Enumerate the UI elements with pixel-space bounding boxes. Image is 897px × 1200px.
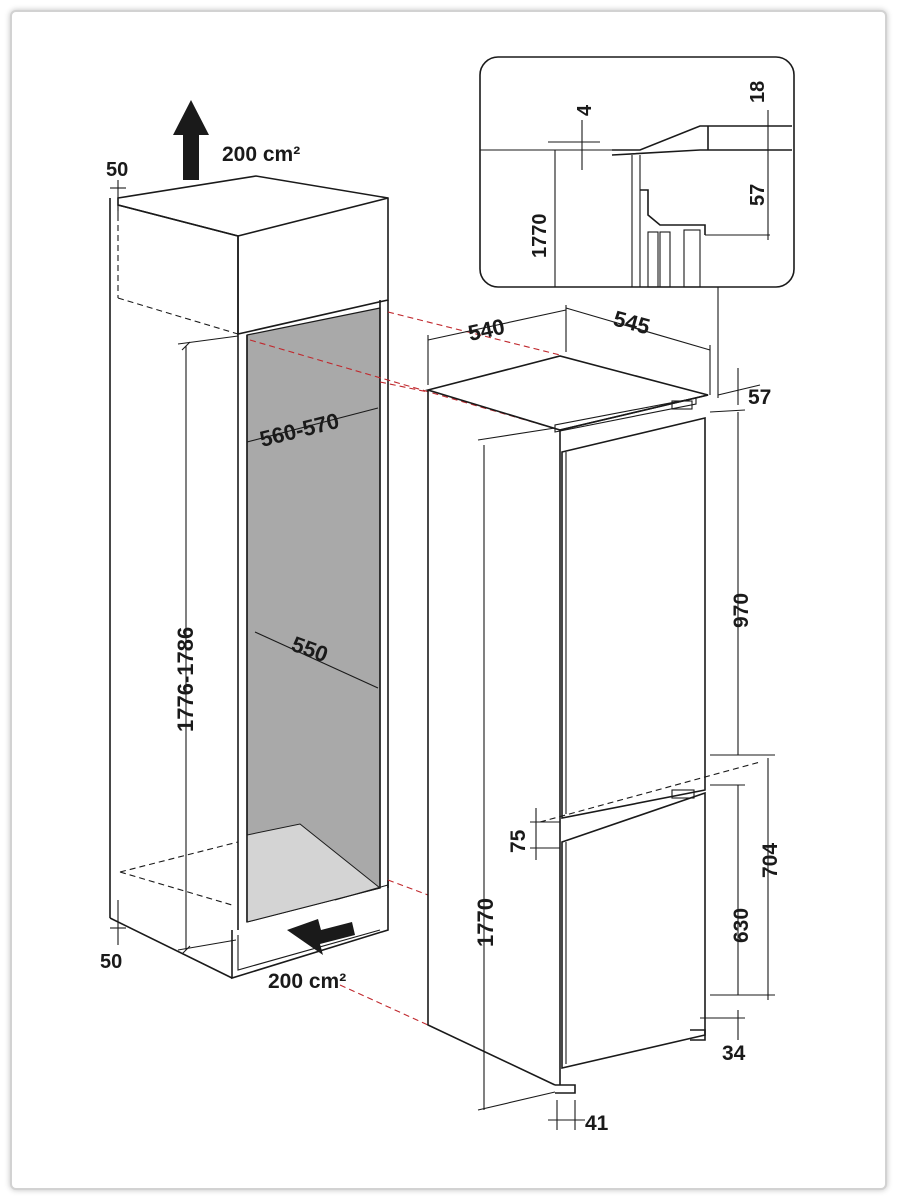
cabinet-niche bbox=[109, 175, 389, 980]
diagram-frame bbox=[10, 10, 887, 1190]
unit-depth-label: 540 bbox=[466, 314, 507, 346]
upper-door bbox=[561, 416, 706, 819]
upper-door-label: 970 bbox=[730, 593, 753, 628]
gap-dims bbox=[110, 180, 126, 945]
unit-dims bbox=[427, 305, 775, 1130]
unit-height-label: 1770 bbox=[473, 898, 498, 947]
gap-top-label: 50 bbox=[106, 159, 128, 181]
plinth-label: 34 bbox=[722, 1042, 746, 1065]
lower-door bbox=[561, 791, 706, 1070]
fridge-unit bbox=[425, 355, 709, 1094]
detail-57-label: 57 bbox=[747, 184, 769, 206]
vent-top-label: 200 cm² bbox=[222, 143, 300, 166]
niche-height-label: 1776-1786 bbox=[173, 627, 198, 732]
detail-4-label: 4 bbox=[574, 104, 596, 116]
niche-depth-dim bbox=[246, 407, 379, 443]
detail-inset bbox=[479, 56, 795, 398]
lower-total-label: 704 bbox=[759, 843, 782, 878]
unit-width-label: 545 bbox=[611, 306, 653, 340]
niche-width-dim bbox=[254, 631, 379, 689]
vent-arrow-up-icon bbox=[173, 100, 209, 180]
lower-door-label: 630 bbox=[730, 908, 753, 943]
detail-18-label: 18 bbox=[747, 81, 769, 103]
top-57-label: 57 bbox=[748, 386, 771, 409]
door-gap-label: 75 bbox=[507, 829, 530, 853]
vent-arrow-in-icon bbox=[287, 919, 355, 955]
detail-1770-label: 1770 bbox=[529, 214, 551, 259]
niche-height-dim bbox=[177, 335, 239, 955]
foot-label: 41 bbox=[585, 1112, 609, 1135]
gap-bottom-label: 50 bbox=[100, 951, 122, 973]
alignment-lines bbox=[249, 311, 561, 1026]
vent-bottom-label: 200 cm² bbox=[268, 970, 346, 993]
niche-back-wall bbox=[246, 307, 381, 923]
